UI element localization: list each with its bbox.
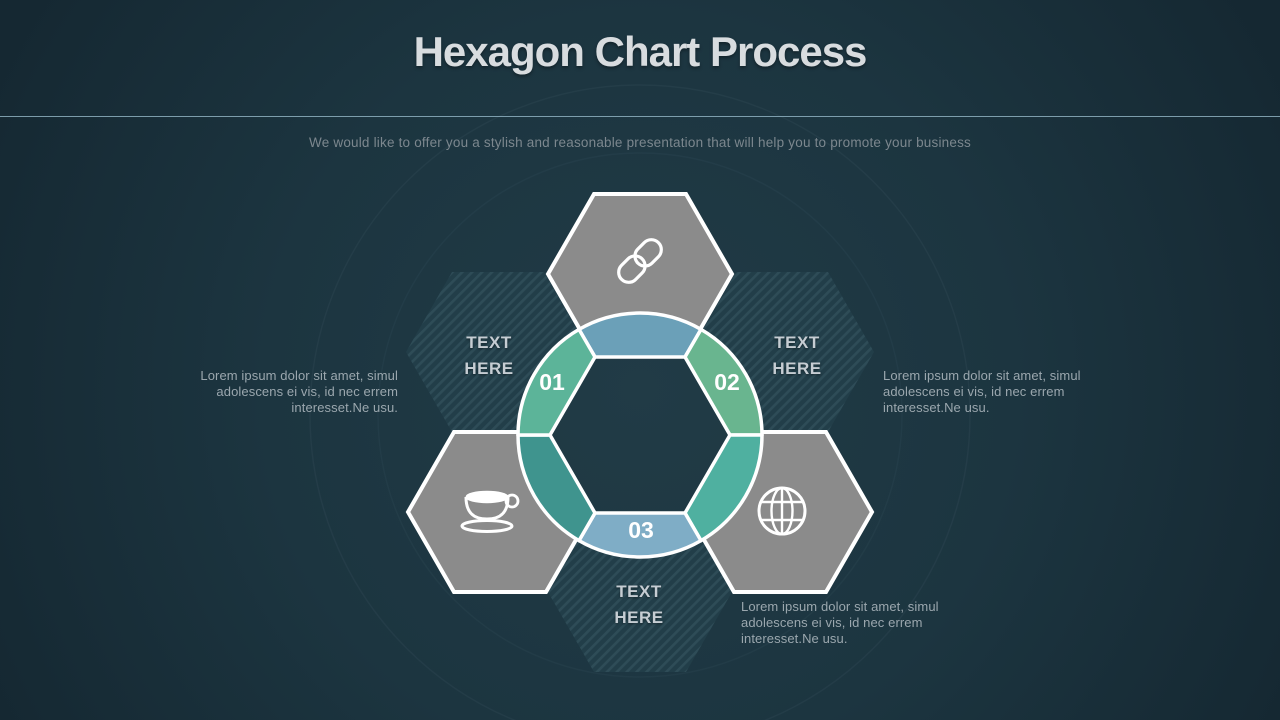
- ring-segment-top: [577, 311, 703, 359]
- step-number-03: 03: [628, 517, 654, 543]
- title-divider-line: [0, 116, 1280, 117]
- background-circle-inner: [377, 152, 903, 678]
- step-3-label-line2: HERE: [614, 608, 664, 627]
- step-3-description: Lorem ipsum dolor sit amet, simul adoles…: [741, 599, 939, 646]
- ring-segment-upper-left: [516, 327, 597, 437]
- globe-icon: [757, 486, 807, 536]
- step-1-description: Lorem ipsum dolor sit amet, simul adoles…: [200, 368, 398, 415]
- step-2-label: TEXT HERE: [697, 330, 897, 382]
- step-1-label-line2: HERE: [464, 359, 514, 378]
- slide-subtitle: We would like to offer you a stylish and…: [309, 135, 971, 150]
- step-3-label: TEXT HERE: [539, 579, 739, 631]
- hatched-hexagon-bottom: [548, 512, 732, 672]
- step-number-02: 02: [714, 369, 740, 395]
- step-2-description: Lorem ipsum dolor sit amet, simul adoles…: [883, 368, 1081, 415]
- step-3-label-line1: TEXT: [616, 582, 662, 601]
- step-number-01: 01: [539, 369, 565, 395]
- page-title: Hexagon Chart Process: [413, 28, 868, 75]
- background-circle-outer: [309, 84, 971, 720]
- step-1-label-line1: TEXT: [466, 333, 512, 352]
- chain-link-icon: [617, 238, 663, 284]
- step-2-label-line2: HERE: [772, 359, 822, 378]
- step-2-label-line1: TEXT: [774, 333, 820, 352]
- process-ring: [516, 311, 764, 559]
- coffee-cup-icon: [460, 490, 520, 533]
- step-1-label: TEXT HERE: [389, 330, 589, 382]
